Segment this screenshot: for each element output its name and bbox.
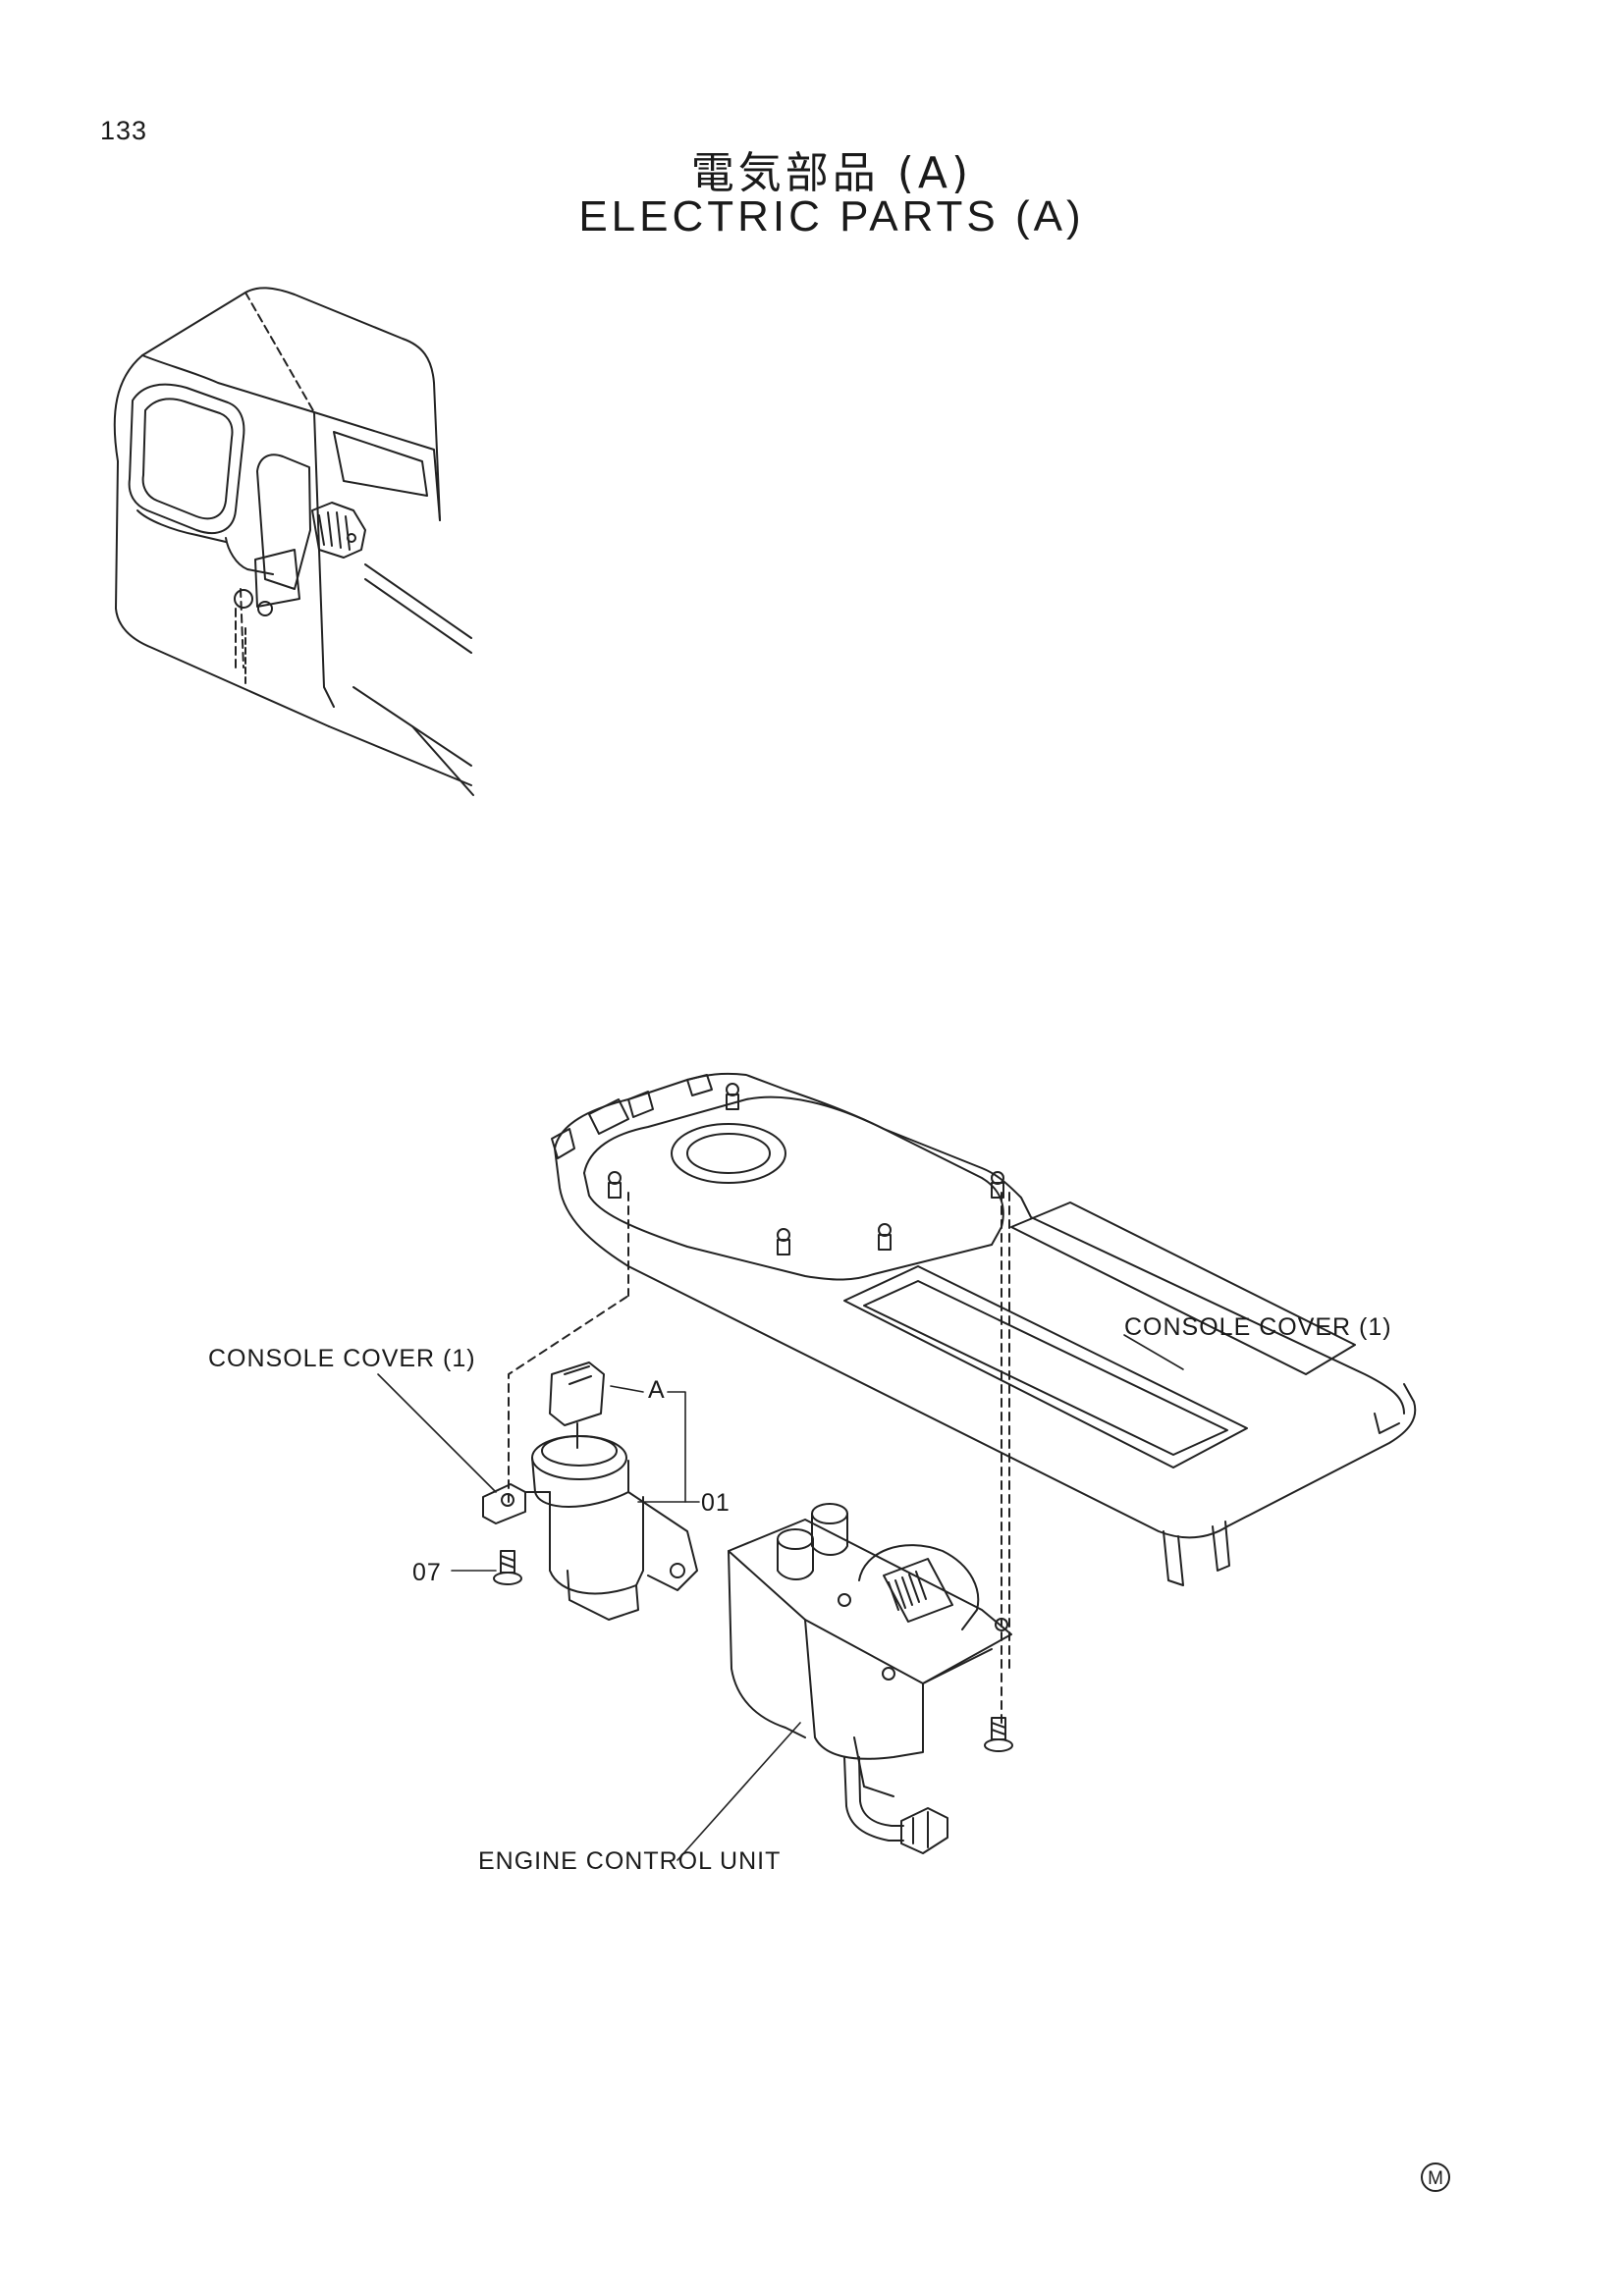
page-number: 133: [100, 116, 148, 145]
page-title-japanese: 電気部品 (A): [690, 148, 973, 198]
callout-part-01: 01: [701, 1489, 731, 1517]
cab-overview-illustration: [113, 287, 474, 796]
console-cover-illustration: [508, 1072, 1417, 1724]
callout-console-cover-right: CONSOLE COVER (1): [1124, 1313, 1392, 1341]
registered-mark: M: [1421, 2163, 1450, 2192]
key-switch-illustration: [482, 1362, 698, 1621]
page-title: ELECTRIC PARTS (A): [578, 192, 1085, 240]
callout-engine-control-unit: ENGINE CONTROL UNIT: [478, 1847, 782, 1875]
callout-part-07: 07: [412, 1559, 442, 1586]
callout-assembly-a: A: [648, 1376, 666, 1404]
callout-console-cover-left: CONSOLE COVER (1): [208, 1345, 476, 1372]
engine-control-unit-illustration: [728, 1503, 1013, 1854]
callout-leader-lines: [377, 1334, 1184, 1861]
